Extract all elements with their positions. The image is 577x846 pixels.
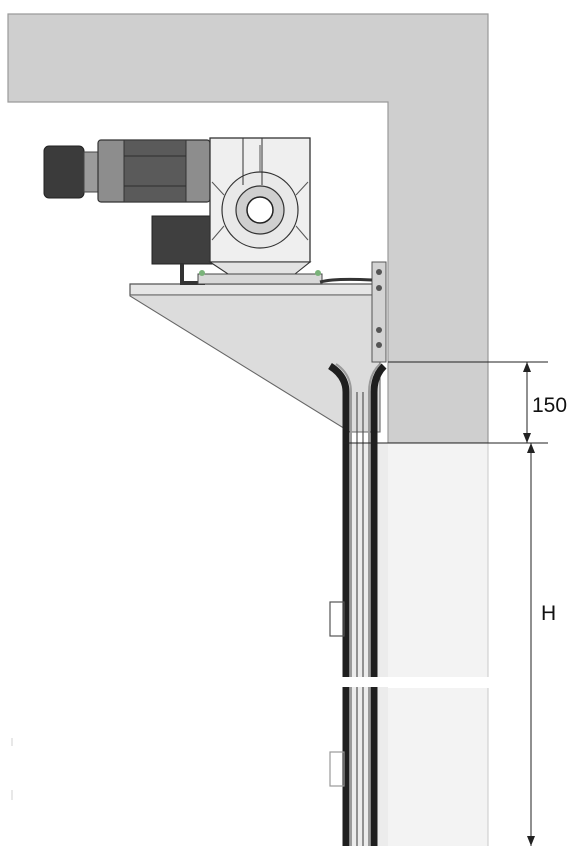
power-cable: [319, 277, 373, 284]
break-gap: [330, 677, 490, 687]
gearbox-icon: [197, 137, 323, 285]
opening-area: [344, 443, 489, 846]
dimension-lines: [344, 361, 548, 846]
dimension-label-h: H: [541, 602, 556, 625]
dimension-label-150: 150: [532, 394, 567, 417]
motor-icon: [43, 139, 213, 285]
opening-upper: [388, 443, 488, 677]
opening-lower: [388, 688, 488, 846]
guide-rail-icon: [328, 363, 387, 846]
bracket-icon: [129, 261, 387, 433]
